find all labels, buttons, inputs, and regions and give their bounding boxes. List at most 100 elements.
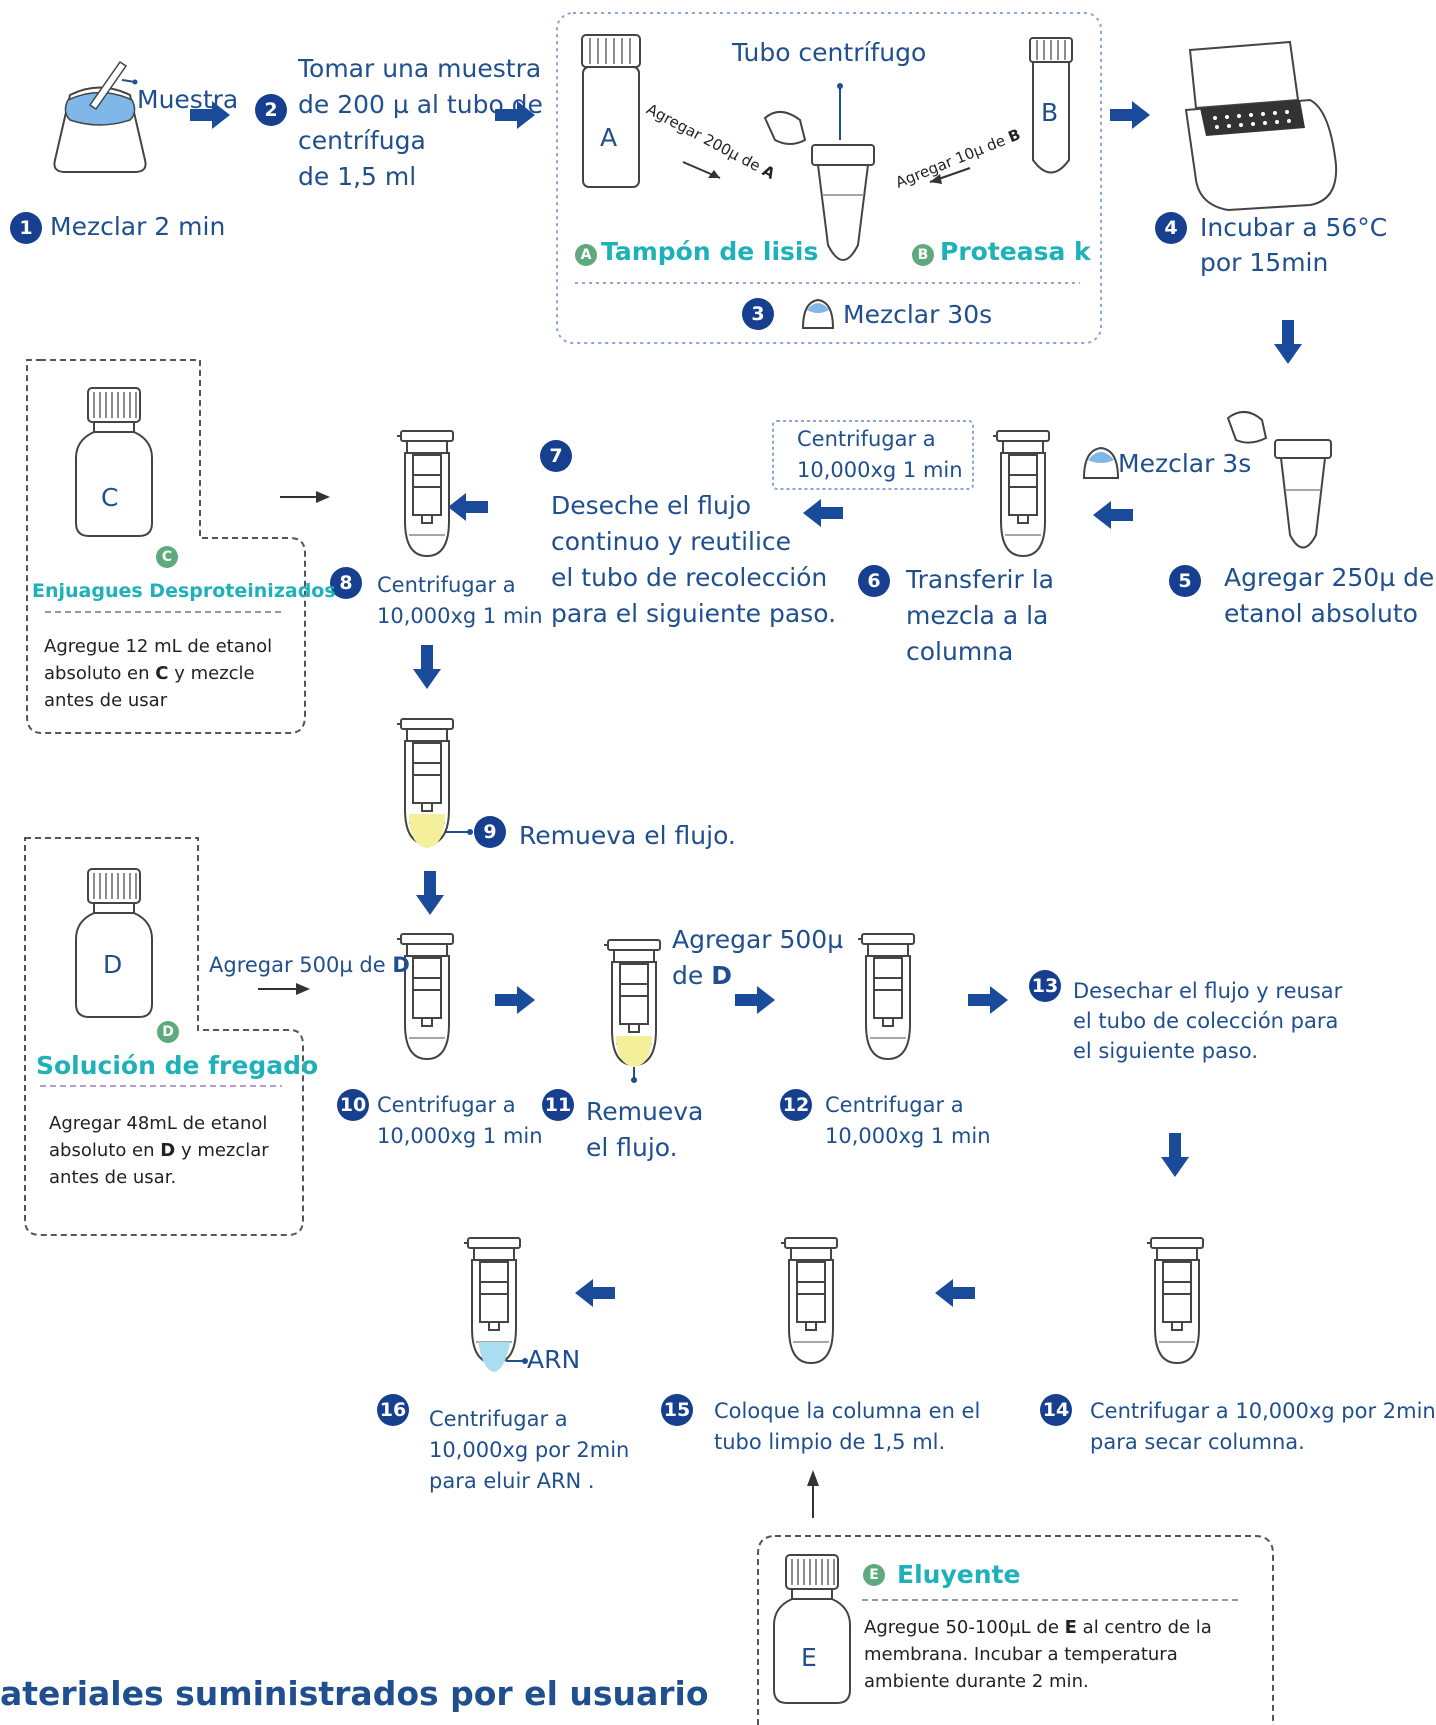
step-4-line-1: Incubar a 56°C — [1200, 213, 1388, 242]
bottle-b-illustration — [1029, 37, 1073, 174]
reagent-d-title: Solución de fregado — [36, 1051, 319, 1080]
step-12-badge: 12 — [780, 1089, 812, 1121]
reagent-e-note-1c: al centro de la — [1076, 1617, 1212, 1638]
step-6-badge: 6 — [858, 565, 890, 597]
column-tube-step15 — [780, 1237, 838, 1364]
step-5-line-2: etanol absoluto — [1224, 599, 1418, 628]
reagent-e-box — [757, 1535, 1274, 1725]
step-7-line-2: continuo y reutilice — [551, 527, 792, 556]
step-11-add-bold: D — [711, 961, 732, 990]
step-10-line-2: 10,000xg 1 min — [377, 1124, 543, 1148]
step-4-line-2: por 15min — [1200, 248, 1329, 277]
step-8-badge: 8 — [330, 567, 362, 599]
bottle-d-letter: D — [103, 950, 123, 979]
reagent-c-note-2a: absoluto en — [44, 663, 156, 684]
reagent-e-badge: E — [863, 1564, 885, 1586]
step-5-line-1: Agregar 250µ de — [1224, 563, 1435, 592]
step-2-line-3: centrífuga — [298, 126, 426, 155]
step-2-line-1: Tomar una muestra — [298, 54, 542, 83]
step-7-line-3: el tubo de recolección — [551, 563, 828, 592]
step-10-add-text: Agregar 500µ de — [209, 953, 386, 977]
reagent-d-badge: D — [157, 1021, 179, 1043]
reagent-e-note-2: membrana. Incubar a temperatura — [864, 1644, 1178, 1665]
reagent-d-note-3: antes de usar. — [49, 1167, 177, 1188]
heat-block-illustration — [1184, 40, 1338, 212]
sample-label: Muestra — [137, 85, 239, 114]
step-16-line-2: 10,000xg por 2min — [429, 1438, 630, 1462]
arrow-6-7 — [803, 499, 843, 527]
step-2-line-2: de 200 µ al tubo de — [298, 90, 543, 119]
reagent-c-note-2c: y mezcle — [168, 663, 255, 684]
reagent-a-name: Tampón de lisis — [601, 237, 819, 266]
bottle-e-illustration — [773, 1554, 851, 1704]
tube-step5-illustration — [1226, 411, 1332, 549]
arrow-3-4 — [1110, 101, 1150, 129]
reagent-c-badge: C — [156, 546, 178, 568]
arrow-10-11 — [495, 986, 535, 1014]
reagent-e-note-3: ambiente durante 2 min. — [864, 1671, 1089, 1692]
vortex-mixer-illustration — [53, 60, 147, 173]
step-11-badge: 11 — [542, 1089, 574, 1121]
reagent-c-note-2b: C — [155, 663, 169, 684]
step-11-add-text: de — [672, 961, 704, 990]
arrow-12-13 — [968, 986, 1008, 1014]
step-12-line-1: Centrifugar a — [825, 1093, 964, 1117]
step-11-add-line-2: de D — [672, 958, 732, 994]
step-10-add: Agregar 500µ de D — [209, 950, 410, 980]
step-7-badge: 7 — [540, 440, 572, 472]
reagent-c-note-1: Agregue 12 mL de etanol — [44, 636, 273, 657]
step-5-mix: Mezclar 3s — [1118, 449, 1252, 478]
reagent-c-title: Enjuagues Desproteinizados — [32, 580, 336, 602]
step-16-badge: 16 — [377, 1394, 409, 1426]
step-13-line-2: el tubo de colección para — [1073, 1009, 1339, 1033]
reagent-c-arrow — [280, 491, 330, 503]
reagent-d-note-2: absoluto en D y mezclar — [49, 1137, 269, 1164]
reagent-d-note-2a: absoluto en — [49, 1140, 161, 1161]
step-13-line-1: Desechar el flujo y reusar — [1073, 979, 1343, 1003]
column-tube-step8 — [396, 430, 454, 557]
arrow-9-10 — [416, 871, 444, 915]
bottle-d-illustration — [75, 868, 153, 1018]
centrifuge-tube-title: Tubo centrífugo — [732, 38, 927, 67]
column-tube-step12 — [857, 933, 915, 1060]
step-7-line-1: Deseche el flujo — [551, 491, 752, 520]
step-13-line-3: el siguiente paso. — [1073, 1039, 1259, 1063]
step-6-note-line-2: 10,000xg 1 min — [797, 458, 963, 482]
step-6-line-3: columna — [906, 637, 1014, 666]
column-tube-step6 — [992, 430, 1050, 557]
reagent-a-badge: A — [575, 244, 597, 266]
arrow-13-14 — [1161, 1133, 1189, 1177]
step-10-add-bold: D — [392, 953, 410, 977]
step-6-note-line-1: Centrifugar a — [797, 427, 936, 451]
reagent-c-note-2: absoluto en C y mezcle — [44, 660, 255, 687]
step-15-line-2: tubo limpio de 1,5 ml. — [714, 1430, 946, 1454]
reagent-e-note-1b: E — [1064, 1617, 1077, 1638]
step-1-label: Mezclar 2 min — [50, 212, 226, 241]
arrow-5-6 — [1093, 501, 1133, 529]
reagent-c-note-3: antes de usar — [44, 690, 168, 711]
step-3-mix: Mezclar 30s — [843, 300, 993, 329]
step-11-line-2: el flujo. — [586, 1133, 678, 1162]
centrifuge-tube-illustration — [763, 83, 875, 261]
step-16-line-1: Centrifugar a — [429, 1407, 568, 1431]
step6-note-box — [772, 420, 974, 490]
arrow-11-12 — [735, 986, 775, 1014]
step-6-line-2: mezcla a la — [906, 601, 1049, 630]
step-9-badge: 9 — [474, 816, 506, 848]
reagent-d-box — [24, 837, 304, 1236]
step-8-line-2: 10,000xg 1 min — [377, 604, 543, 628]
reagent-e-note-1a: Agregue 50-100µL de — [864, 1617, 1065, 1638]
arrow-15-16 — [575, 1279, 615, 1307]
arrow-4-5 — [1274, 320, 1302, 364]
bottle-a-letter: A — [600, 123, 618, 152]
reagent-e-note-1: Agregue 50-100µL de E al centro de la — [864, 1614, 1212, 1641]
reagent-b-name: Proteasa k — [940, 237, 1091, 266]
step-14-line-2: para secar columna. — [1090, 1430, 1305, 1454]
step-15-line-1: Coloque la columna en el — [714, 1399, 981, 1423]
step3-box — [556, 12, 1102, 344]
step-1-badge: 1 — [10, 212, 42, 244]
step-6-line-1: Transferir la — [906, 565, 1054, 594]
arrow-14-15 — [935, 1279, 975, 1307]
reagent-e-title: Eluyente — [897, 1560, 1021, 1589]
reagent-c-box — [26, 359, 306, 734]
